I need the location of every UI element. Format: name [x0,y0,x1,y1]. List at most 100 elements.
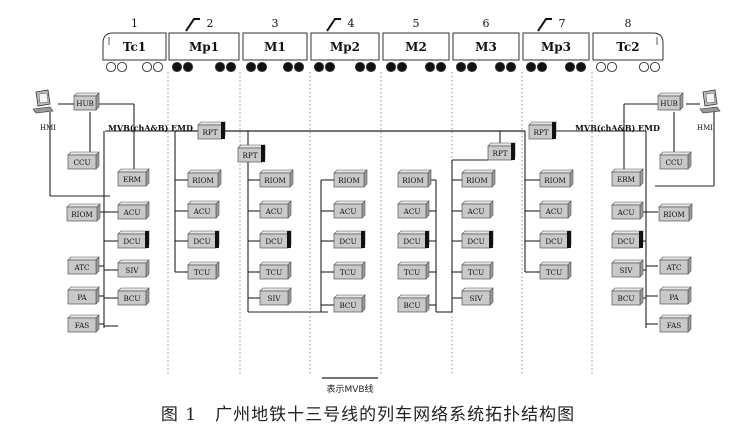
device-box-face [397,264,427,280]
device-bcu8: BCU [611,287,644,306]
car-body [382,32,450,61]
device-label: SIV [470,294,484,303]
device-box-side [363,169,368,188]
car-name-label: Tc2 [616,40,639,54]
monitor-screen [38,92,49,104]
device-label: DCU [123,237,140,246]
device-box-top [611,201,644,206]
device-label: ACU [193,207,211,216]
device-box-side [95,256,100,275]
device-box-face [259,290,289,306]
device-box-top [461,169,496,174]
device-label: FAS [667,321,682,330]
car-name-label: M1 [264,40,286,54]
car-dividers [167,72,593,375]
car-name-label: Mp1 [189,40,219,54]
device-box-face [259,264,289,280]
device-label: CCU [73,158,90,167]
device-dcu7: DCU [539,230,572,249]
car-body [310,32,380,61]
motor-wheel-icon [324,61,336,73]
device-riom-left: RIOM [66,203,101,222]
device-label: TCU [194,268,210,277]
device-box-top [259,169,294,174]
device-label: TCU [404,268,420,277]
device-box-top [657,92,684,97]
device-riom7: RIOM [539,169,574,188]
device-atc-right: ATC [659,256,692,275]
device-box-top [333,261,366,266]
device-box-side [491,169,496,188]
device-acu4: ACU [333,200,366,219]
device-box-face [658,206,690,222]
device-box-face [66,206,98,222]
device-box-face [397,203,427,219]
device-label: ACU [467,207,485,216]
device-box-face [611,290,641,306]
device-box-side [687,314,692,333]
device-box-top [397,294,430,299]
device-riom2: RIOM [187,169,222,188]
device-label: PA [77,293,87,302]
device-box-side [425,294,430,313]
device-box-top [187,169,222,174]
device-atc-left: ATC [67,256,100,275]
device-fas-right: FAS [659,314,692,333]
device-box-face [659,259,689,275]
trailer-wheel-icon [638,61,650,73]
motor-wheel-icon [396,61,408,73]
motor-wheel-icon [466,61,478,73]
motor-wheel-icon [455,61,467,73]
device-label: DCU [265,237,282,246]
mvb-label-left: MVB(chA&B) EMD [108,123,193,133]
trailer-wheel-icon [152,61,164,73]
device-label: FAS [75,321,90,330]
device-box-top [67,314,100,319]
device-box-face [461,264,491,280]
device-hub-right: HUB [657,92,684,111]
device-box-top [66,203,101,208]
car-name-label: Mp2 [330,40,360,54]
device-box-top [659,286,692,291]
device-label: ATC [73,263,90,272]
device-acu3: ACU [259,200,292,219]
pantograph-icon [185,18,200,32]
device-box-side [361,261,366,280]
device-label: DCU [193,237,210,246]
device-label: DCU [467,237,484,246]
device-erm-right: ERM [611,168,644,187]
device-bcu4: BCU [333,294,366,313]
car-number-label: 7 [559,17,566,30]
device-label: ACU [403,207,421,216]
pantograph-icon [537,18,552,32]
trailer-wheel-icon [606,61,618,73]
device-box-face [117,171,147,187]
device-label: DCU [545,237,562,246]
device-acu5: ACU [397,200,430,219]
device-dcu4: DCU [333,230,366,249]
device-box-top [333,200,366,205]
device-box-side [425,200,430,219]
device-box-top [611,287,644,292]
device-rpt6: RPT [487,142,516,161]
device-box-shade [221,122,225,139]
device-box-side [145,259,150,278]
device-box-side [287,261,292,280]
device-label: TCU [340,268,356,277]
car-name-label: M2 [405,40,427,54]
device-box-top [611,259,644,264]
device-acu2: ACU [187,200,220,219]
device-box-top [67,286,100,291]
device-siv6: SIV [461,287,494,306]
motor-wheel-icon [354,61,366,73]
motor-wheel-icon [313,61,325,73]
device-box-top [333,294,366,299]
device-box-shade [261,145,265,162]
motor-wheel-icon [214,61,226,73]
device-box-face [259,172,291,188]
trailer-wheel-icon [141,61,153,73]
